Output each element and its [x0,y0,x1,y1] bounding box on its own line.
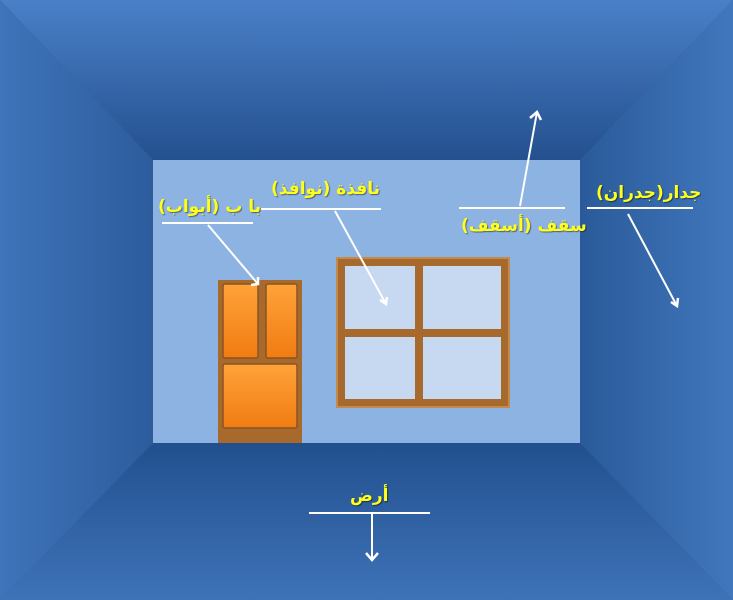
ceiling-arrowhead [529,110,543,121]
ceiling-pointer [519,111,538,207]
wall-label: جدار(جدران) [596,183,702,203]
window-pointer [334,210,387,305]
window [336,257,510,408]
ceiling-surface [0,0,733,160]
door [218,280,302,443]
right-wall-surface [580,0,733,600]
wall-arrowhead [670,297,680,309]
floor-surface [0,443,733,600]
window-arrowhead [379,296,389,307]
left-wall-surface [0,0,153,600]
door-label: با ب (أبواب) [158,197,262,217]
window-label: نافذة (نوافذ) [271,179,381,199]
wall-pointer [627,213,678,307]
door-arrowhead [250,277,260,287]
ceiling-label: سقف (أسقف) [461,216,587,236]
door-pointer [207,224,259,285]
floor-label: أرض [350,486,389,506]
floor-arrowhead [365,552,379,562]
pointer-lines [162,110,693,562]
